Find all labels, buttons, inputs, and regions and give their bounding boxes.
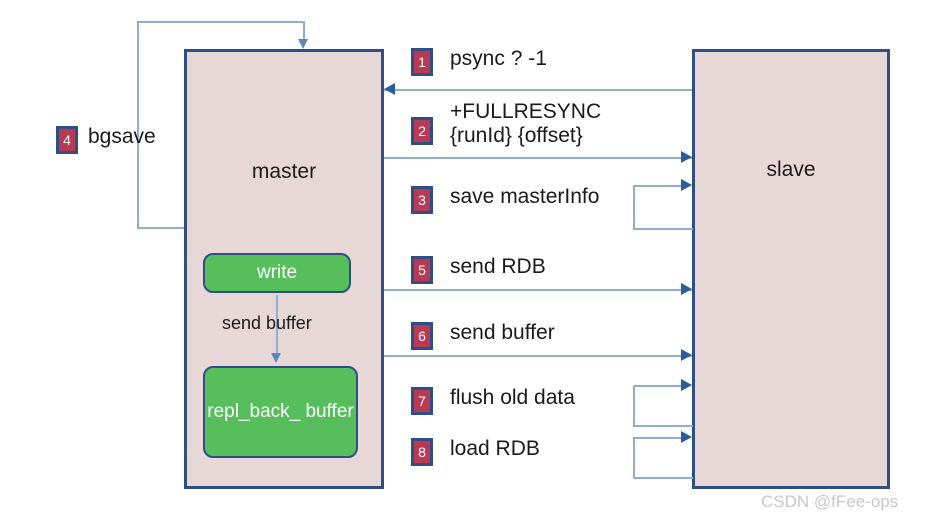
repl-back-buffer-label: repl_back_ buffer: [207, 401, 354, 423]
step-badge-1-number: 1: [418, 54, 426, 70]
step-badge-6: 6: [411, 322, 433, 350]
step-7-loop-top-segment: [633, 385, 688, 387]
write-box[interactable]: write: [203, 253, 351, 293]
send-buffer-caption: send buffer: [222, 313, 312, 333]
bgsave-loop-top-segment: [137, 21, 304, 23]
step-badge-6-number: 6: [418, 328, 426, 344]
step-badge-5-number: 5: [418, 262, 426, 278]
slave-node[interactable]: slave: [692, 49, 890, 489]
write-box-label: write: [256, 262, 298, 284]
master-node-label: master: [251, 160, 317, 183]
step-5-arrow-line: [384, 289, 692, 291]
step-8-loop-left-segment: [633, 437, 635, 478]
step-badge-2-number: 2: [418, 123, 426, 139]
step-3-loop-top-segment: [633, 185, 688, 187]
step-7-arrowhead: [681, 379, 692, 391]
step-text-2: +FULLRESYNC {runId} {offset}: [450, 100, 602, 148]
step-1-arrowhead: [384, 83, 395, 95]
step-badge-7: 7: [411, 387, 433, 415]
bgsave-loop-left-segment: [137, 21, 139, 229]
step-text-3: save masterInfo: [450, 185, 600, 208]
step-5-arrowhead: [681, 283, 692, 295]
step-badge-3: 3: [411, 186, 433, 214]
step-6-arrow-line: [384, 355, 692, 357]
step-7-loop-left-segment: [633, 385, 635, 426]
step-8-loop-bottom-segment: [633, 477, 693, 479]
step-1-arrow-line: [384, 89, 692, 91]
step-3-arrowhead: [681, 179, 692, 191]
step-8-arrowhead: [681, 431, 692, 443]
watermark: CSDN @fFee-ops: [761, 492, 899, 511]
step-text-8: load RDB: [450, 437, 540, 460]
step-badge-8-number: 8: [418, 444, 426, 460]
bgsave-loop-arrowhead: [298, 39, 308, 49]
step-2-arrow-line: [384, 157, 692, 159]
step-text-6: send buffer: [450, 321, 555, 344]
bgsave-loop-right-segment: [303, 21, 305, 41]
step-badge-4: 4: [56, 126, 78, 154]
bgsave-label: bgsave: [88, 125, 156, 148]
step-3-loop-bottom-segment: [633, 228, 693, 230]
step-badge-2: 2: [411, 117, 433, 145]
write-to-repl-connector: [276, 295, 278, 355]
step-badge-4-number: 4: [63, 132, 71, 148]
step-text-5: send RDB: [450, 255, 546, 278]
step-6-arrowhead: [681, 349, 692, 361]
step-badge-8: 8: [411, 438, 433, 466]
step-badge-3-number: 3: [418, 192, 426, 208]
step-badge-5: 5: [411, 256, 433, 284]
step-3-loop-left-segment: [633, 185, 635, 229]
step-badge-7-number: 7: [418, 393, 426, 409]
step-text-1: psync ? -1: [450, 47, 547, 70]
repl-back-buffer-box[interactable]: repl_back_ buffer: [203, 366, 358, 458]
step-text-7: flush old data: [450, 386, 575, 409]
write-to-repl-arrowhead: [271, 353, 281, 363]
step-7-loop-bottom-segment: [633, 425, 693, 427]
step-8-loop-top-segment: [633, 437, 688, 439]
step-badge-1: 1: [411, 48, 433, 76]
bgsave-loop-bottom-segment: [137, 227, 187, 229]
slave-node-label: slave: [766, 158, 816, 181]
step-2-arrowhead: [681, 151, 692, 163]
